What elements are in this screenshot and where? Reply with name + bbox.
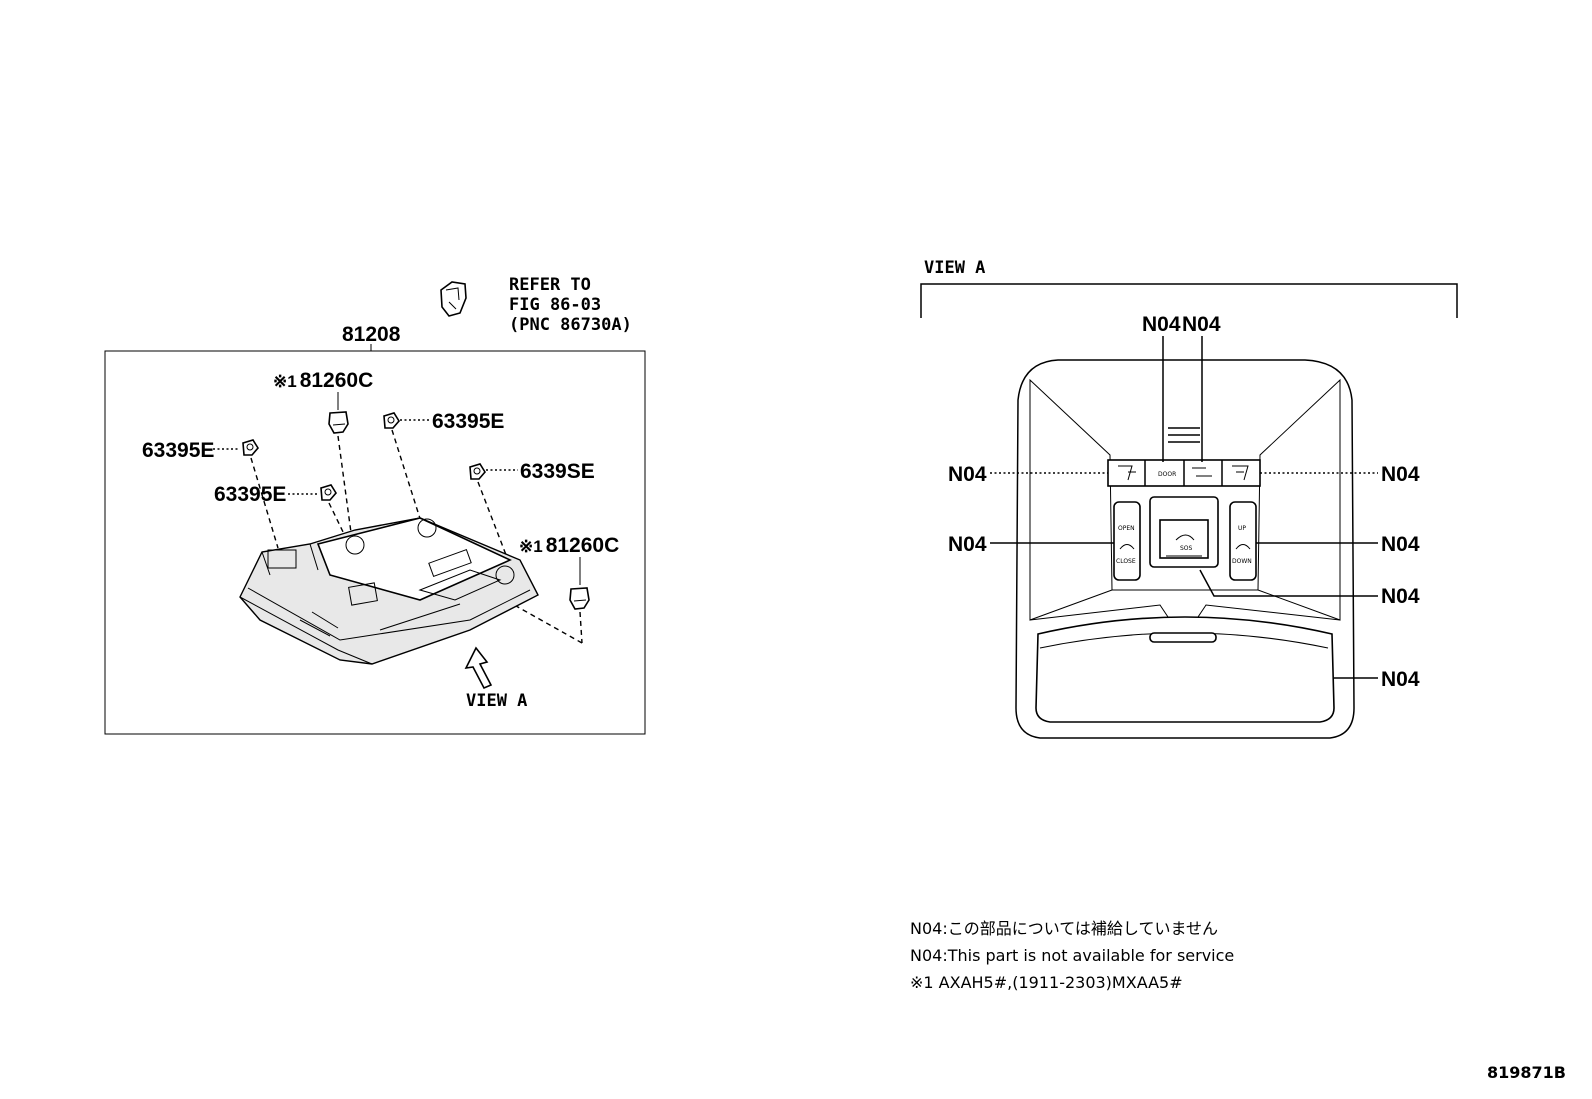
down-label: DOWN — [1232, 558, 1252, 565]
screw-right-label[interactable]: 6339SE — [520, 460, 595, 483]
sos-icon — [1175, 534, 1195, 541]
right-view-a: VIEW A DOOR OPEN CLOSE — [920, 258, 1458, 739]
sos-module[interactable]: SOS — [1149, 496, 1219, 568]
sunglass-holder[interactable] — [1029, 604, 1341, 723]
note-n04-english: N04:This part is not available for servi… — [910, 946, 1234, 965]
assembly-part-number[interactable]: 81208 — [342, 323, 401, 346]
bracket-part-icon — [440, 281, 467, 317]
clip-part-icon — [328, 411, 349, 434]
n04-callouts: N04 N04 N04 N04 N04 N04 N04 N04 — [948, 313, 1420, 691]
callout-n04-right-upper[interactable]: N04 — [1381, 463, 1420, 486]
screw-part-icon — [242, 439, 259, 456]
callout-n04-right-middle[interactable]: N04 — [1381, 533, 1420, 556]
interior-light-icon[interactable] — [1192, 467, 1212, 477]
figure-id: 819871B — [1487, 1063, 1566, 1082]
callout-n04-right-lower-mid[interactable]: N04 — [1381, 585, 1420, 608]
screw-part-icon — [320, 484, 337, 501]
view-a-title: VIEW A — [924, 258, 985, 278]
refer-to-line1: REFER TO — [509, 275, 591, 295]
callout-n04-top-right[interactable]: N04 — [1182, 313, 1221, 336]
callout-n04-top-left[interactable]: N04 — [1142, 313, 1181, 336]
sunroof-icon — [1119, 544, 1135, 550]
console-outline — [1015, 359, 1355, 739]
callout-n04-left-lower[interactable]: N04 — [948, 533, 987, 556]
holder-grip[interactable] — [1149, 632, 1217, 643]
notes-block: N04:この部品については補給していません N04:This part is n… — [910, 919, 1234, 992]
clip-part-icon — [569, 587, 590, 610]
sunroof-open-close-switch[interactable]: OPEN CLOSE — [1113, 501, 1141, 581]
view-a-bracket — [920, 283, 1458, 318]
tilt-icon — [1235, 544, 1251, 550]
door-switch-label[interactable]: DOOR — [1158, 471, 1176, 478]
note-n04-japanese: N04:この部品については補給していません — [910, 919, 1218, 938]
open-label: OPEN — [1118, 525, 1135, 532]
screw-left-label[interactable]: 63395E — [142, 439, 214, 462]
screw-top-label[interactable]: 63395E — [432, 410, 504, 433]
left-exploded-view: REFER TO FIG 86-03 (PNC 86730A) 81208 ※1… — [104, 275, 646, 735]
sunroof-tilt-switch[interactable]: UP DOWN — [1229, 501, 1257, 581]
refer-to-line3: (PNC 86730A) — [509, 315, 632, 335]
refer-to-line2[interactable]: FIG 86-03 — [509, 295, 601, 315]
screw-mid-left-label[interactable]: 63395E — [214, 483, 286, 506]
screw-part-icon — [383, 412, 400, 429]
map-light-left-icon[interactable] — [1118, 465, 1136, 481]
sos-label: SOS — [1180, 545, 1193, 552]
top-switch-row[interactable]: DOOR — [1107, 459, 1261, 487]
assembly-frame — [104, 350, 646, 735]
screw-part-icon — [469, 463, 486, 480]
overhead-console-assembly — [239, 517, 539, 665]
note-applicability: ※1 AXAH5#,(1911-2303)MXAA5# — [910, 973, 1183, 992]
up-label: UP — [1238, 525, 1246, 532]
callout-n04-right-bottom[interactable]: N04 — [1381, 668, 1420, 691]
view-a-arrow-icon — [464, 646, 493, 690]
view-a-arrow-label: VIEW A — [466, 691, 527, 711]
map-light-right-icon[interactable] — [1232, 465, 1249, 481]
callout-n04-left-upper[interactable]: N04 — [948, 463, 987, 486]
close-label: CLOSE — [1116, 558, 1136, 565]
